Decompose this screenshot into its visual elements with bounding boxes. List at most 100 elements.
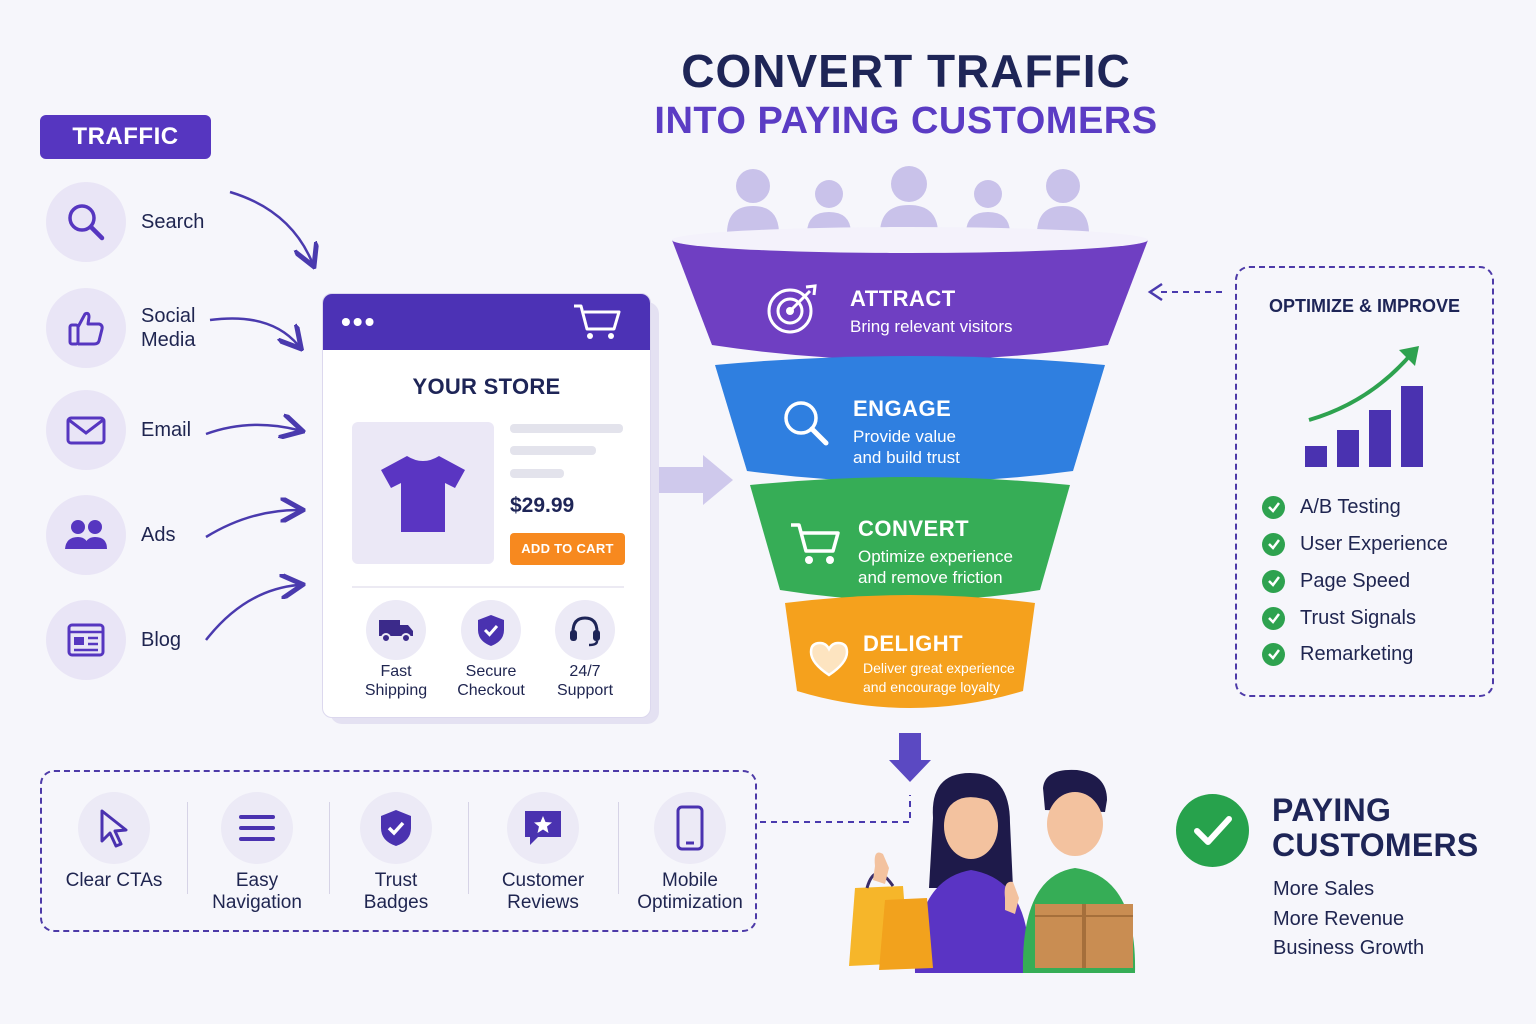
store-feature-label: Fast Shipping <box>364 663 428 699</box>
thumbs-up-icon <box>46 288 126 368</box>
window-dots-icon: ••• <box>341 306 377 337</box>
product-title-placeholder <box>510 424 623 433</box>
shield-check-icon <box>461 600 521 660</box>
optimize-item: Remarketing <box>1262 641 1413 667</box>
feature-label: Easy Navigation <box>212 870 302 913</box>
menu-icon <box>221 792 293 864</box>
title-line-2: INTO PAYING CUSTOMERS <box>654 100 1158 142</box>
optimize-item-label: A/B Testing <box>1300 495 1401 518</box>
funnel-stage-attract-text: ATTRACT Bring relevant visitors <box>850 286 1013 337</box>
paying-customers-title: PAYING CUSTOMERS <box>1272 792 1479 863</box>
traffic-source-label: Email <box>141 419 192 441</box>
people-icon <box>46 495 126 575</box>
cart-icon[interactable] <box>572 302 622 347</box>
traffic-source-social-media: Social Media <box>46 287 286 369</box>
store-feature-label: 24/7 Support <box>556 663 614 699</box>
check-icon <box>1262 532 1285 556</box>
feature-easy-navigation: Easy Navigation <box>187 792 327 914</box>
check-icon <box>1262 569 1285 593</box>
happy-customers-illustration <box>849 769 1136 973</box>
feature-clear-ctas: Clear CTAs <box>44 792 184 892</box>
traffic-source-search: Search <box>46 181 286 263</box>
divider <box>618 802 619 894</box>
optimize-improve-panel: OPTIMIZE & IMPROVE A/B Testing User Expe… <box>1235 266 1494 697</box>
stage-title: CONVERT <box>858 516 970 541</box>
funnel-stage-engage <box>715 356 1105 482</box>
optimize-item: A/B Testing <box>1262 494 1401 520</box>
feature-trust-badges: Trust Badges <box>326 792 466 914</box>
store-feature-fast-shipping: Fast Shipping <box>348 600 444 700</box>
search-icon <box>46 182 126 262</box>
feature-label: Mobile Optimization <box>637 870 743 913</box>
tshirt-icon[interactable] <box>352 422 494 564</box>
optimize-item-label: Remarketing <box>1300 642 1414 665</box>
stage-title: ENGAGE <box>853 396 952 421</box>
envelope-icon <box>46 390 126 470</box>
optimize-item-label: Page Speed <box>1300 569 1411 592</box>
store-header-bar: ••• <box>323 294 650 350</box>
traffic-source-label: Ads <box>141 524 176 546</box>
crowd-icon <box>727 166 1089 232</box>
benefit-item: More Sales <box>1273 878 1375 900</box>
conversion-funnel <box>672 227 1148 708</box>
optimize-item: Trust Signals <box>1262 605 1416 631</box>
search-icon <box>780 397 832 454</box>
optimize-item: User Experience <box>1262 531 1448 557</box>
growth-chart-icon <box>1305 346 1423 467</box>
check-icon <box>1262 606 1285 630</box>
funnel-stage-convert <box>750 477 1070 601</box>
truck-icon <box>366 600 426 660</box>
cursor-icon <box>78 792 150 864</box>
benefit-item: More Revenue <box>1273 907 1405 930</box>
mobile-icon <box>654 792 726 864</box>
stage-subtitle: Bring relevant visitors <box>850 317 1013 336</box>
store-feature-support: 24/7 Support <box>537 600 633 700</box>
store-feature-secure-checkout: Secure Checkout <box>443 600 539 700</box>
paying-customers-benefits: More Sales More Revenue Business Growth <box>1273 875 1424 964</box>
funnel-stage-engage-text: ENGAGE Provide value and build trust <box>853 396 960 468</box>
funnel-stage-convert-text: CONVERT Optimize experience and remove f… <box>858 516 1013 588</box>
optimize-title: OPTIMIZE & IMPROVE <box>1268 296 1460 316</box>
traffic-source-label: Social Media <box>141 305 196 351</box>
optimize-item-label: Trust Signals <box>1300 606 1416 629</box>
divider <box>352 586 624 588</box>
divider <box>468 802 469 894</box>
product-price: $29.99 <box>510 494 575 517</box>
funnel-stage-delight-text: DELIGHT Deliver great experience and enc… <box>863 631 1015 697</box>
benefit-item: Business Growth <box>1273 937 1425 959</box>
feature-customer-reviews: Customer Reviews <box>473 792 613 914</box>
star-chat-icon <box>507 792 579 864</box>
traffic-source-blog: Blog <box>46 599 286 681</box>
divider <box>329 802 330 894</box>
product-desc-placeholder <box>510 469 564 478</box>
success-check-icon <box>1176 794 1249 867</box>
stage-subtitle: Optimize experience and remove friction <box>858 547 1013 587</box>
stage-title: DELIGHT <box>863 631 964 656</box>
funnel-stage-delight <box>785 595 1035 708</box>
add-to-cart-button[interactable]: ADD TO CART <box>510 533 625 565</box>
product-desc-placeholder <box>510 446 596 455</box>
traffic-source-ads: Ads <box>46 494 286 576</box>
blog-icon <box>46 600 126 680</box>
optimize-item: Page Speed <box>1262 568 1410 594</box>
feature-mobile-optimization: Mobile Optimization <box>620 792 760 914</box>
heart-icon <box>808 640 850 683</box>
store-title: YOUR STORE <box>412 374 561 399</box>
cart-icon <box>789 519 841 572</box>
title-line-1: CONVERT TRAFFIC <box>681 45 1131 97</box>
stage-subtitle: Provide value and build trust <box>853 427 960 467</box>
check-icon <box>1262 642 1285 666</box>
store-feature-label: Secure Checkout <box>457 663 525 699</box>
headset-icon <box>555 600 615 660</box>
optimize-item-label: User Experience <box>1300 532 1448 555</box>
feature-label: Customer Reviews <box>501 870 585 913</box>
traffic-badge: TRAFFIC <box>40 115 211 159</box>
stage-title: ATTRACT <box>850 286 956 311</box>
conversion-features-panel: Clear CTAs Easy Navigation Trust Badges … <box>40 770 757 932</box>
traffic-source-email: Email <box>46 389 286 471</box>
target-icon <box>764 283 820 340</box>
stage-subtitle: Deliver great experience and encourage l… <box>863 660 1015 695</box>
funnel-stage-attract <box>672 227 1148 360</box>
divider <box>187 802 188 894</box>
